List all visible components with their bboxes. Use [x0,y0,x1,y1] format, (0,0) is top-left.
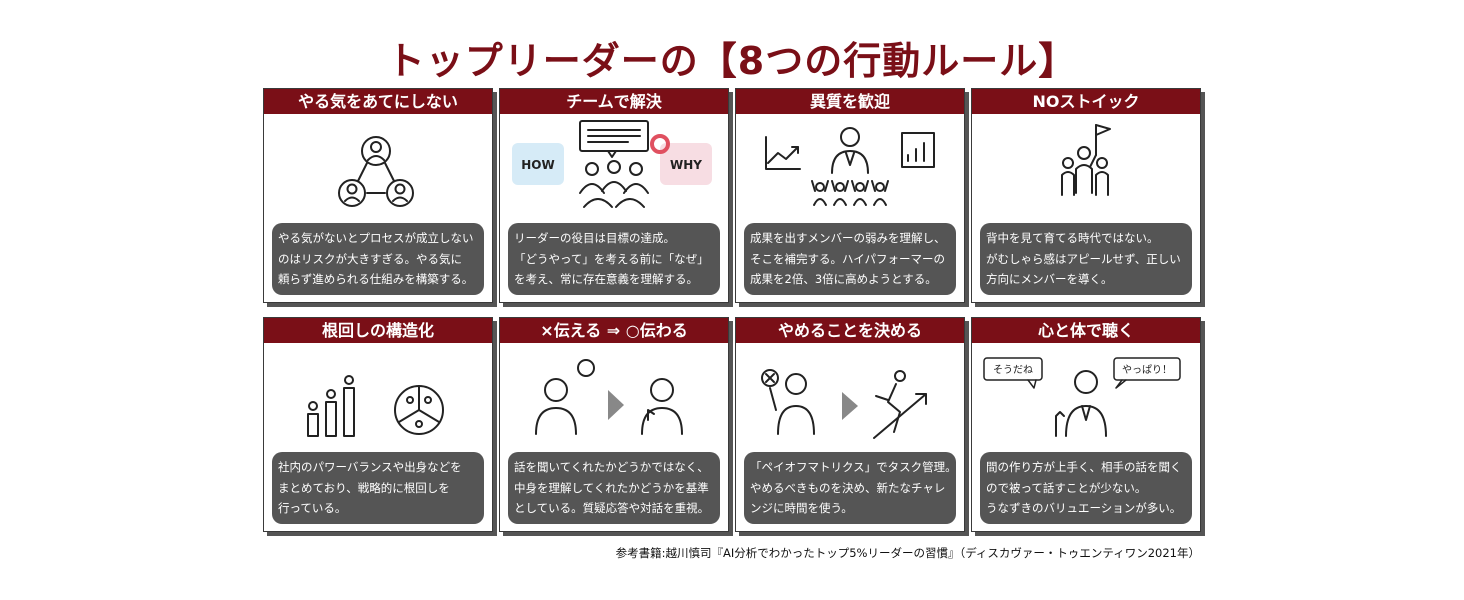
card-heading: やる気をあてにしない [264,89,492,114]
card-description: 成果を出すメンバーの弱みを理解し、 そこを補完する。ハイパフォーマーの 成果を2… [744,223,956,295]
bubble-left-text: そうだね [993,364,1033,376]
card-description: リーダーの役目は目標の達成。 「どうやって」を考える前に「なぜ」 を考え、常に存… [508,223,720,295]
rule-card-5: 根回しの構造化 [263,317,493,532]
card-description: 背中を見て育てる時代ではない。 がむしゃら感はアピールせず、正しい 方向にメンバ… [980,223,1192,295]
card-heading: ×伝える ⇒ ○伝わる [500,318,728,343]
communication-icon [500,344,728,449]
rules-grid: やる気をあてにしない やる気がないとプロセスが成立しない のはリスクが大きすぎる… [263,88,1201,534]
how-label: HOW [521,158,554,172]
card-description: 社内のパワーバランスや出身などを まとめており、戦略的に根回しを 行っている。 [272,452,484,524]
rule-card-7: やめることを決める 「ペイオフマトリクス」でタスク管理。 [735,317,965,532]
rule-card-3: 異質を歓迎 [735,88,965,303]
people-network-icon [264,115,492,220]
card-heading: 心と体で聴く [972,318,1200,343]
team-discussion-icon: HOW WHY [500,115,728,220]
rule-card-6: ×伝える ⇒ ○伝わる 話を聞いてくれたかどうかではなく、 中身を理解してくれた… [499,317,729,532]
card-description: 話を聞いてくれたかどうかではなく、 中身を理解してくれたかどうかを基準 としてい… [508,452,720,524]
team-flag-icon [972,115,1200,220]
rule-card-2: チームで解決 HOW WHY [499,88,729,303]
leader-with-team-icon [736,115,964,220]
listening-person-icon: そうだね やっぱり！ [972,344,1200,449]
why-label: WHY [670,158,702,172]
hierarchy-and-groups-icon [264,344,492,449]
page-title: トップリーダーの【8つの行動ルール】 [386,39,1078,83]
card-heading: チームで解決 [500,89,728,114]
card-description: 「ペイオフマトリクス」でタスク管理。 やめるべきものを決め、新たなチャレ ンジに… [744,452,956,524]
rule-card-4: NOストイック 背中を見て育てる時代ではない。 がむしゃら感はアピールせず、正し… [971,88,1201,303]
card-description: やる気がないとプロセスが成立しない のはリスクが大きすぎる。やる気に 頼らず進め… [272,223,484,295]
card-heading: 異質を歓迎 [736,89,964,114]
rule-card-1: やる気をあてにしない やる気がないとプロセスが成立しない のはリスクが大きすぎる… [263,88,493,303]
card-heading: やめることを決める [736,318,964,343]
card-heading: 根回しの構造化 [264,318,492,343]
decide-and-run-icon [736,344,964,449]
bubble-right-text: やっぱり！ [1122,364,1172,376]
card-heading: NOストイック [972,89,1200,114]
rule-card-8: 心と体で聴く そうだね やっぱり！ 間の作り方が上手く、相手の話を聞く の [971,317,1201,532]
card-description: 間の作り方が上手く、相手の話を聞く ので被って話すことが少ない。 うなずきのバリ… [980,452,1192,524]
reference-footer: 参考書籍:越川慎司『AI分析でわかったトップ5%リーダーの習慣』（ディスカヴァー… [615,546,1200,560]
